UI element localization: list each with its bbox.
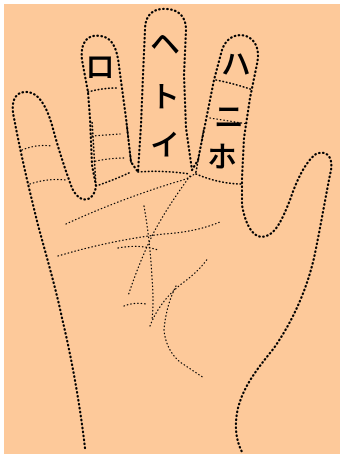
label-he: ヘ [148, 30, 182, 59]
label-ha: ハ [219, 50, 253, 79]
label-ni: ニ [212, 103, 246, 132]
label-to: ト [148, 83, 182, 112]
label-ro: ロ [83, 53, 117, 82]
label-ho: ホ [205, 143, 239, 172]
background-panel [4, 4, 340, 454]
label-i: イ [148, 131, 182, 160]
